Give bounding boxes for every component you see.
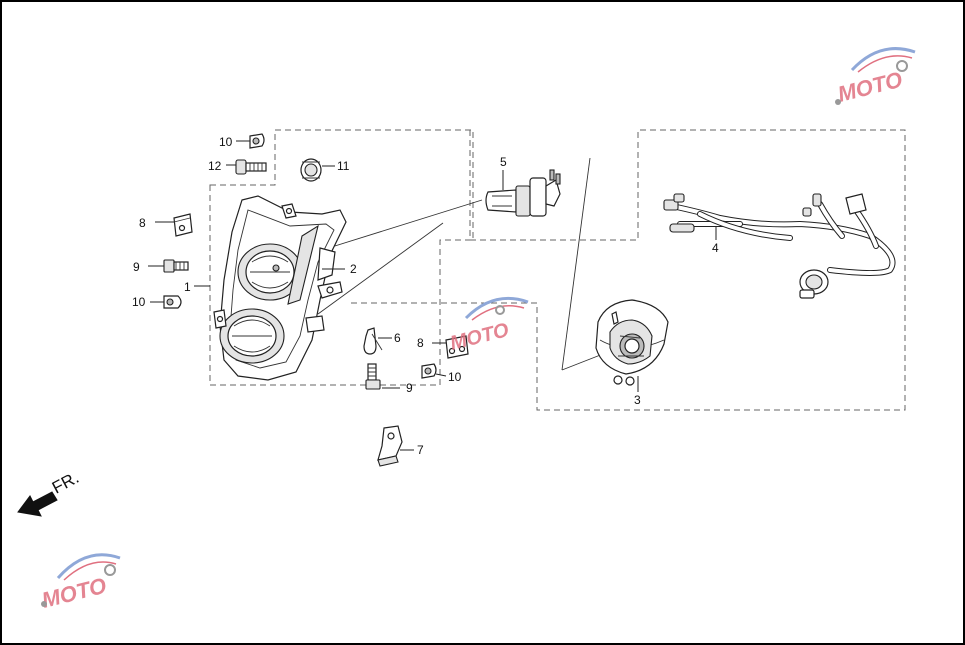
front-direction-label: FR. bbox=[49, 468, 82, 498]
svg-text:MOTO: MOTO bbox=[39, 573, 109, 613]
callout-12: 12 bbox=[208, 159, 222, 173]
bolt-illustration-a bbox=[163, 259, 189, 273]
watermark-logo-top-right: MOTO bbox=[835, 47, 916, 107]
guide-line-a bbox=[321, 199, 483, 251]
nut-illustration-b bbox=[163, 295, 182, 309]
wire-harness-illustration bbox=[663, 193, 896, 299]
front-direction-arrow-icon bbox=[17, 491, 58, 517]
group-box-wiring bbox=[350, 129, 906, 411]
callout-11: 11 bbox=[337, 159, 350, 173]
nut-illustration-a bbox=[249, 133, 265, 149]
grommet-illustration bbox=[300, 158, 322, 182]
clip-detail bbox=[371, 333, 383, 351]
headlight-assembly-illustration bbox=[213, 195, 347, 381]
leader-10c bbox=[435, 373, 447, 377]
callout-3: 3 bbox=[634, 393, 641, 407]
callout-5: 5 bbox=[500, 155, 507, 169]
svg-text:MOTO: MOTO bbox=[448, 319, 512, 355]
callout-10c: 10 bbox=[448, 370, 462, 384]
callout-8a: 8 bbox=[139, 216, 146, 230]
callout-4: 4 bbox=[712, 241, 719, 255]
socket-cover-illustration bbox=[595, 299, 669, 386]
clip-illustration bbox=[363, 327, 377, 355]
bolt-illustration-b bbox=[365, 363, 381, 390]
clip-nut-illustration-b bbox=[445, 335, 469, 359]
group-box-headlight bbox=[209, 129, 474, 386]
screw-illustration bbox=[235, 159, 267, 175]
callout-9a: 9 bbox=[133, 260, 140, 274]
watermark-logo-bottom-left: MOTO bbox=[39, 553, 121, 613]
callout-10a: 10 bbox=[219, 135, 233, 149]
callout-9b: 9 bbox=[406, 381, 413, 395]
callout-8b: 8 bbox=[417, 336, 424, 350]
callout-1: 1 bbox=[184, 280, 191, 294]
guide-line-b bbox=[317, 222, 444, 315]
svg-text:MOTO: MOTO bbox=[835, 67, 905, 107]
callout-6: 6 bbox=[394, 331, 401, 345]
watermark-logo-center: MOTO bbox=[448, 296, 529, 355]
nut-illustration-c bbox=[421, 363, 437, 379]
callout-7: 7 bbox=[417, 443, 424, 457]
callout-2: 2 bbox=[350, 262, 357, 276]
callout-10b: 10 bbox=[132, 295, 146, 309]
bulb-illustration bbox=[485, 169, 561, 217]
clip-nut-illustration-a bbox=[173, 213, 193, 237]
guide-line-c bbox=[561, 157, 591, 371]
bracket-illustration bbox=[377, 425, 403, 467]
